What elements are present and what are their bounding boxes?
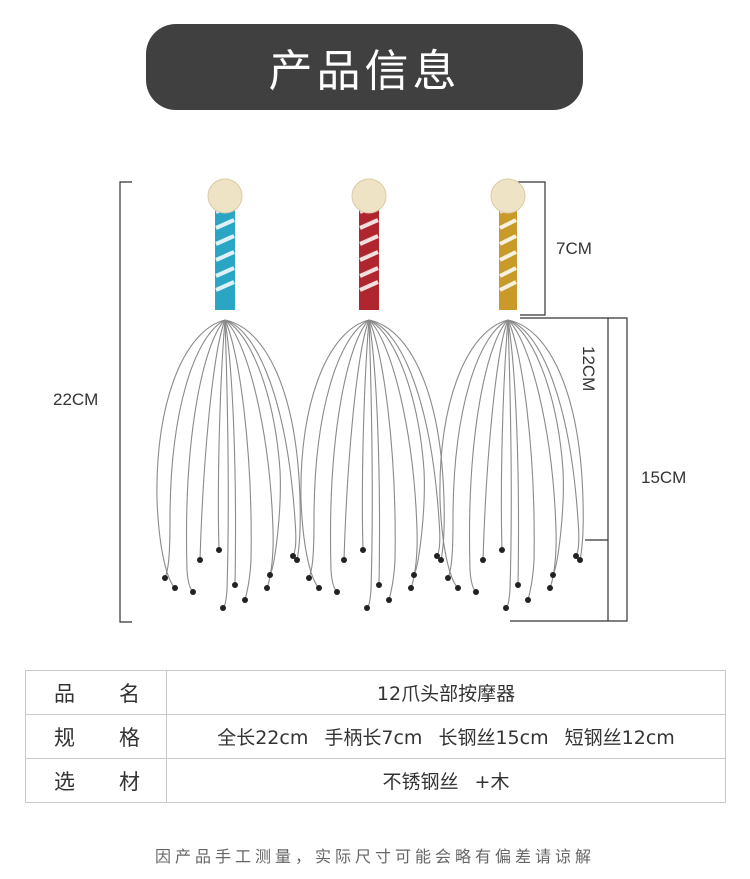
dimension-bracket-7cm [517, 181, 546, 316]
dimension-bracket-15cm [510, 317, 628, 622]
dimension-short-wire: 12CM [579, 346, 598, 392]
massager-red [300, 178, 445, 612]
massager-blue [156, 178, 301, 612]
dimension-total-length: 22CM [53, 390, 99, 409]
row-value-spec: 全长22cm 手柄长7cm 长钢丝15cm 短钢丝12cm [166, 714, 726, 759]
dimension-bracket-22cm [119, 181, 132, 623]
page-title: 产品信息 [268, 46, 461, 97]
product-figure: 22CM 7CM 12CM 15CM [0, 170, 750, 640]
table-row: 选材 不锈钢丝 +木 [25, 758, 726, 803]
table-row: 规格 全长22cm 手柄长7cm 长钢丝15cm 短钢丝12cm [25, 714, 726, 759]
row-key-material: 选材 [25, 758, 167, 803]
row-key-name: 品名 [25, 670, 167, 715]
title-banner: 产品信息 [146, 24, 583, 110]
massager-gold [439, 178, 584, 612]
head-massager-illustration [119, 178, 628, 623]
row-key-spec: 规格 [25, 714, 167, 759]
dimension-long-wire: 15CM [641, 468, 687, 487]
dimension-handle-length: 7CM [556, 239, 592, 258]
dimension-bracket-12cm [520, 317, 609, 541]
row-value-material: 不锈钢丝 +木 [166, 758, 726, 803]
row-value-name: 12爪头部按摩器 [166, 670, 726, 715]
spec-table: 品名 12爪头部按摩器 规格 全长22cm 手柄长7cm 长钢丝15cm 短钢丝… [25, 670, 726, 803]
table-row: 品名 12爪头部按摩器 [25, 670, 726, 715]
measurement-disclaimer: 因产品手工测量，实际尺寸可能会略有偏差请谅解 [154, 847, 595, 866]
